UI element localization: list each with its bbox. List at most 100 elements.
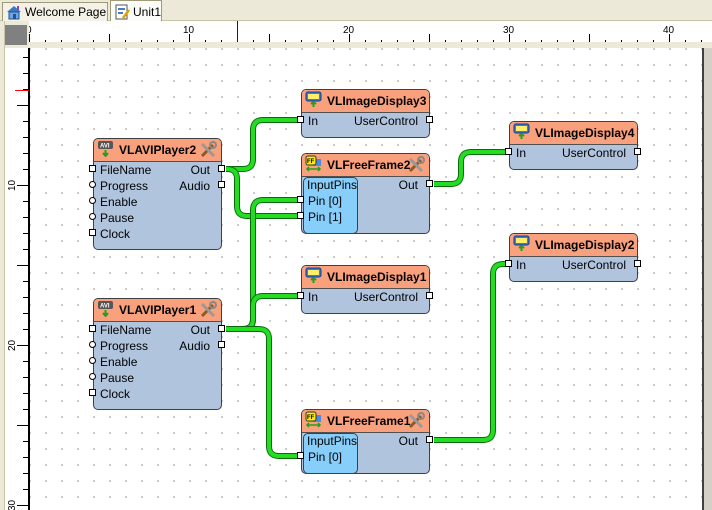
output-pin[interactable] (426, 292, 433, 299)
input-pin[interactable] (89, 357, 96, 364)
tools-icon[interactable] (407, 412, 425, 430)
input-pin-label: FileName (100, 323, 152, 337)
input-pin[interactable] (297, 292, 304, 299)
input-pin[interactable] (89, 389, 96, 396)
input-pins-group (303, 177, 358, 233)
node-header[interactable]: FF VLFreeFrame2 (302, 154, 429, 177)
node-header[interactable]: VLImageDisplay2 (510, 234, 637, 257)
input-pin[interactable] (505, 148, 512, 155)
freeframe-icon: FF (305, 411, 327, 431)
output-pin-label: UserControl (561, 146, 626, 160)
svg-text:FF: FF (307, 415, 315, 421)
input-pin[interactable] (297, 116, 304, 123)
tab-welcome-page[interactable]: Welcome Page (2, 2, 108, 21)
input-pin[interactable] (89, 213, 96, 220)
input-pin[interactable] (505, 260, 512, 267)
node-header[interactable]: FF VLFreeFrame1 (302, 410, 429, 433)
output-pin-label: Audio (179, 179, 210, 193)
output-pin-label: Audio (179, 339, 210, 353)
tools-icon[interactable] (407, 156, 425, 174)
output-pin[interactable] (634, 260, 641, 267)
input-pin[interactable] (297, 452, 304, 459)
horizontal-ruler: 010203040 (29, 21, 712, 45)
input-pin-label: In (308, 290, 319, 304)
ruler-corner (5, 25, 27, 45)
node-title: VLImageDisplay2 (535, 238, 635, 252)
ruler-label: 20 (343, 25, 355, 36)
output-pin[interactable] (218, 325, 225, 332)
home-icon (7, 6, 21, 20)
tab-label: Welcome Page (25, 5, 107, 19)
output-pin[interactable] (426, 180, 433, 187)
node-title: VLFreeFrame1 (327, 414, 411, 428)
image-display-icon (305, 91, 327, 111)
ruler-label: 30 (7, 499, 18, 510)
input-pin[interactable] (89, 373, 96, 380)
node-header[interactable]: VLImageDisplay3 (302, 90, 429, 113)
input-pin[interactable] (89, 181, 96, 188)
tab-label: Unit1 (133, 4, 162, 19)
tab-unit1[interactable]: Unit1 (110, 0, 162, 22)
node-header[interactable]: VLImageDisplay1 (302, 266, 429, 289)
tools-icon[interactable] (199, 301, 217, 319)
freeframe-icon: FF (305, 155, 327, 175)
output-pin[interactable] (426, 436, 433, 443)
output-pin[interactable] (218, 341, 225, 348)
node-title: VLFreeFrame2 (327, 158, 411, 172)
output-pin-label: Out (190, 163, 210, 177)
input-pin-label: Pause (100, 211, 135, 225)
node-title: VLAVIPlayer2 (119, 143, 197, 157)
ruler-label: 40 (663, 25, 675, 36)
node-title: VLImageDisplay4 (535, 126, 635, 140)
output-pin-label: Out (190, 323, 210, 337)
input-pin[interactable] (89, 165, 96, 172)
input-pin[interactable] (297, 212, 304, 219)
input-pin-label: Pin [1] (308, 210, 343, 224)
ruler-label: 20 (7, 339, 18, 351)
image-display-icon (305, 267, 327, 287)
vertical-ruler: 10 20 30 (5, 48, 29, 510)
input-pin[interactable] (89, 325, 96, 332)
input-pin-label: Progress (100, 339, 149, 353)
ruler-label: 30 (503, 25, 515, 36)
output-pin[interactable] (634, 148, 641, 155)
input-pin-label: In (308, 114, 319, 128)
output-pin[interactable] (426, 116, 433, 123)
input-pin[interactable] (297, 196, 304, 203)
tab-bar: Welcome Page Unit1 (0, 0, 712, 22)
input-pin-label: FileName (100, 163, 152, 177)
group-label: InputPins (307, 178, 358, 192)
input-pin[interactable] (89, 229, 96, 236)
output-pin-label: Out (398, 178, 418, 192)
svg-text:FF: FF (307, 159, 315, 165)
left-border (0, 21, 5, 510)
node-header[interactable]: VLImageDisplay4 (510, 122, 637, 145)
node-title: VLImageDisplay1 (327, 270, 427, 284)
svg-text:AVI: AVI (100, 144, 110, 150)
ruler-label: 10 (7, 179, 18, 191)
input-pin-label: Pause (100, 371, 135, 385)
output-pin-label: UserControl (353, 290, 418, 304)
output-pin-label: UserControl (561, 258, 626, 272)
output-pin[interactable] (218, 181, 225, 188)
group-label: InputPins (307, 434, 358, 448)
output-pin[interactable] (218, 165, 225, 172)
input-pin[interactable] (89, 197, 96, 204)
tools-icon[interactable] (199, 141, 217, 159)
input-pin-label: In (516, 258, 527, 272)
avi-player-icon: AVI (97, 140, 119, 160)
input-pin[interactable] (89, 341, 96, 348)
canvas-edge (702, 48, 712, 510)
input-pin-label: Enable (100, 195, 138, 209)
input-pin-label: Pin [0] (308, 194, 343, 208)
node-header[interactable]: AVI VLAVIPlayer2 (94, 139, 221, 162)
